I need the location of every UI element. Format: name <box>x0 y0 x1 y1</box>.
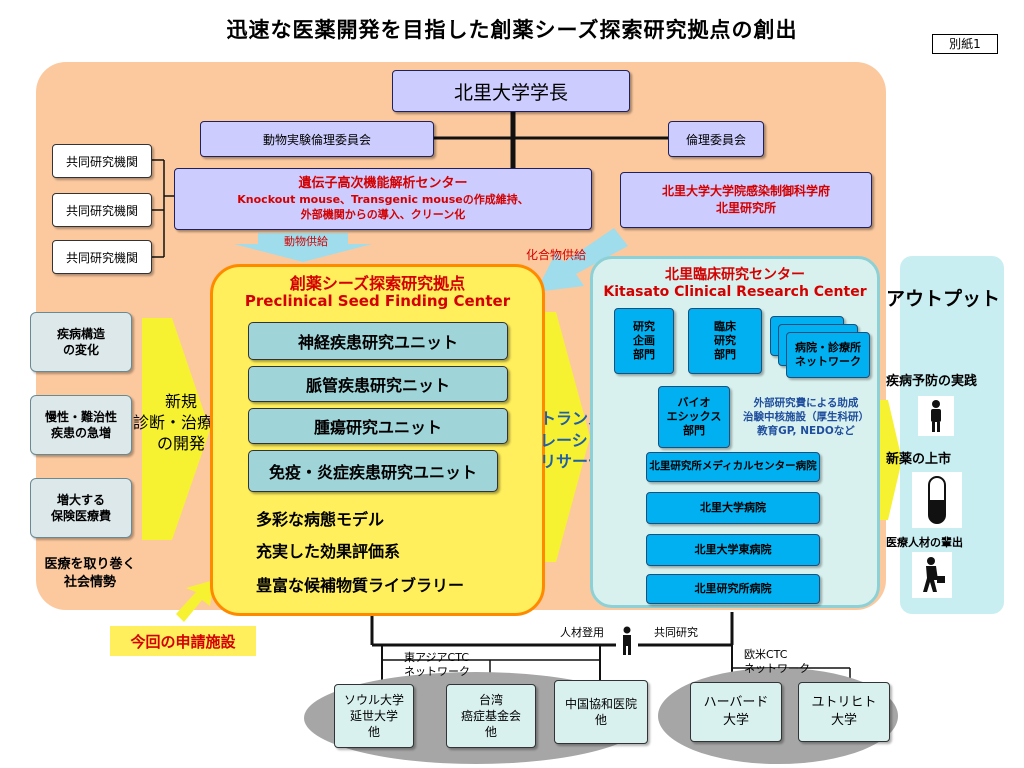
output-prevention: 疾病予防の実践 <box>886 374 978 389</box>
funding-text: 外部研究費による助成 治験中核施設（厚生科研） 教育GP, NEDOなど <box>732 396 880 439</box>
unit-immune: 免疫・炎症疾患研究ユニット <box>248 450 498 492</box>
inst-harvard: ハーバード 大学 <box>690 682 782 742</box>
gene-center-desc-2: 外部機関からの導入、クリーン化 <box>300 207 466 221</box>
animal-ethics-committee: 動物実験倫理委員会 <box>200 121 434 157</box>
feature-evaluation: 充実した効果評価系 <box>256 542 401 561</box>
hospital-medical-center: 北里研究所メディカルセンター病院 <box>646 452 820 482</box>
joint-institution-3: 共同研究機関 <box>52 240 152 274</box>
east-asia-ctc-label: 東アジアCTC ネットワーク <box>404 651 470 679</box>
inst-seoul: ソウル大学 延世大学 他 <box>334 684 414 748</box>
person-icon <box>616 622 638 660</box>
dept-network: 病院・診療所 ネットワーク <box>786 332 870 378</box>
gene-center-box: 遺伝子高次機能解析センター Knockout mouse、Transgenic … <box>174 168 592 230</box>
factor-disease-structure: 疾病構造 の変化 <box>30 312 132 372</box>
president-box: 北里大学学長 <box>392 70 630 112</box>
social-arrow <box>142 318 210 540</box>
capsule-icon <box>912 472 962 528</box>
east-asia-ctc-line2: ネットワーク <box>404 664 470 678</box>
compound-supply-arrow <box>536 228 628 292</box>
translational-arrow <box>540 312 590 562</box>
infection-school-line2: 北里研究所 <box>715 201 776 215</box>
inst-china: 中国協和医院 他 <box>554 680 648 744</box>
animal-supply-arrow <box>234 233 372 262</box>
joint-institution-2: 共同研究機関 <box>52 193 152 227</box>
recruitment-label: 人材登用 <box>560 626 604 639</box>
unit-neuro: 神経疾患研究ユニット <box>248 322 508 360</box>
new-development-line2: 診断・治療法 <box>132 412 229 432</box>
funding-line1: 外部研究費による助成 <box>753 397 859 409</box>
businessman-icon <box>912 552 952 598</box>
factor-chronic-disease: 慢性・難治性 疾患の急増 <box>30 395 132 455</box>
output-heading: アウトプット <box>886 288 1001 310</box>
hospital-kitasato-institute: 北里研究所病院 <box>646 574 820 604</box>
dept-bioethics: バイオ エシックス 部門 <box>658 386 730 448</box>
social-caption-line1: 医療を取り巻く <box>44 557 136 572</box>
seed-center-name-ja: 創薬シーズ探索研究拠点 <box>289 274 466 293</box>
appendix-label: 別紙1 <box>932 34 998 54</box>
nurse-icon <box>918 396 954 436</box>
animal-supply-label: 動物供給 <box>284 235 328 248</box>
gene-center-desc-1: Knockout mouse、Transgenic mouseの作成維持、 <box>237 192 529 206</box>
hospital-kitasato-univ: 北里大学病院 <box>646 492 820 524</box>
new-development-line1: 新規 <box>164 392 197 411</box>
western-ctc-label: 欧米CTC ネットワーク <box>744 648 810 676</box>
social-caption: 医療を取り巻く 社会情勢 <box>30 556 150 592</box>
ethics-committee: 倫理委員会 <box>668 121 764 157</box>
inst-taiwan: 台湾 癌症基金会 他 <box>446 684 536 748</box>
western-ctc-line2: ネットワーク <box>744 661 810 675</box>
new-development-label: 新規 診断・治療法 の開発 <box>126 392 236 454</box>
funding-line3: 教育GP, NEDOなど <box>757 425 855 438</box>
unit-tumor: 腫瘍研究ユニット <box>248 408 508 444</box>
clinical-center-name-en: Kitasato Clinical Research Center <box>603 284 867 300</box>
joint-research-label: 共同研究 <box>654 626 698 639</box>
joint-institution-1: 共同研究機関 <box>52 144 152 178</box>
dept-clinical: 臨床 研究 部門 <box>688 308 762 374</box>
dept-planning: 研究 企画 部門 <box>614 308 674 374</box>
hospital-kitasato-east: 北里大学東病院 <box>646 534 820 566</box>
feature-library: 豊富な候補物質ライブラリー <box>256 576 465 595</box>
gene-center-name: 遺伝子高次機能解析センター <box>298 176 468 192</box>
infection-school-box: 北里大学大学院感染制御科学府 北里研究所 <box>620 172 872 228</box>
inst-utrecht: ユトリヒト 大学 <box>798 682 890 742</box>
east-asia-ctc-line1: 東アジアCTC <box>404 651 469 664</box>
output-workforce: 医療人材の輩出 <box>886 536 963 549</box>
translational-line1: トランス <box>540 409 604 428</box>
output-new-drug: 新薬の上市 <box>886 452 952 467</box>
hospital-medical-center-label: 北里研究所メディカルセンター病院 <box>649 460 817 473</box>
output-arrow <box>880 400 902 520</box>
compound-supply-label: 化合物供給 <box>526 248 587 262</box>
new-development-line3: の開発 <box>156 433 205 453</box>
infection-school-line1: 北里大学大学院感染制御科学府 <box>661 183 830 198</box>
factor-medical-cost: 増大する 保険医療費 <box>30 478 132 538</box>
page-title: 迅速な医薬開発を目指した創薬シーズ探索研究拠点の創出 <box>226 18 798 42</box>
application-label: 今回の申請施設 <box>110 626 256 656</box>
translational-line3: リサーチ <box>540 452 605 472</box>
application-arrow <box>176 580 214 622</box>
seed-center-name-en: Preclinical Seed Finding Center <box>244 292 511 310</box>
feature-models: 多彩な病態モデル <box>256 510 385 529</box>
western-ctc-line1: 欧米CTC <box>744 648 788 661</box>
social-caption-line2: 社会情勢 <box>63 575 116 591</box>
clinical-center-name-ja: 北里臨床研究センター <box>665 267 805 283</box>
funding-line2: 治験中核施設（厚生科研） <box>743 411 869 424</box>
unit-vascular: 脈管疾患研究ニット <box>248 366 508 402</box>
